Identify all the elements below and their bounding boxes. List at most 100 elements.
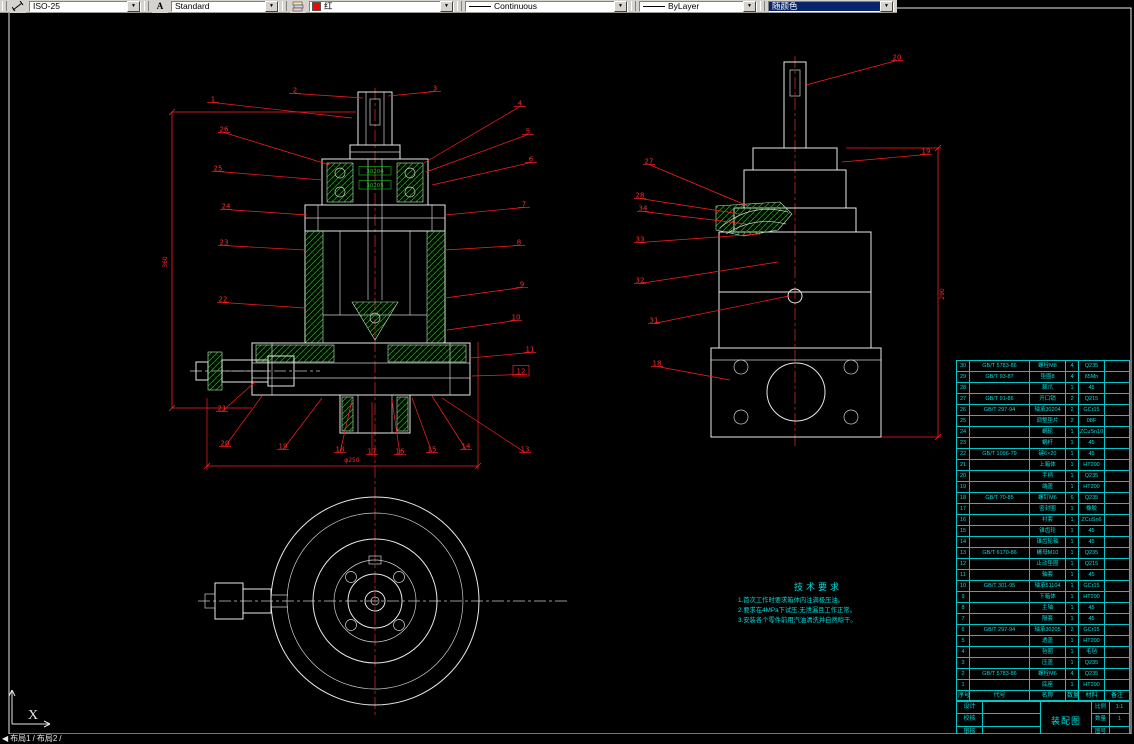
hatch-bearing-right [396, 162, 424, 203]
tab-layout1[interactable]: 布局1 [10, 734, 31, 743]
bom-cell [1105, 394, 1129, 404]
callout-number: 22 [219, 296, 228, 304]
title-block-label: 校核 [957, 714, 983, 726]
callout-number: 1 [211, 96, 215, 104]
title-block-row: 校核 [957, 714, 1040, 727]
color-combobox[interactable]: 红 ▼ [309, 0, 454, 12]
bom-cell: 开口销 [1030, 394, 1066, 404]
bom-cell [1105, 515, 1129, 525]
callout-number: 31 [650, 317, 659, 325]
callout-number: 19 [922, 148, 931, 156]
side-view [710, 61, 882, 438]
text-style-combobox[interactable]: Standard ▼ [171, 0, 279, 12]
title-block-value: 1 [1117, 716, 1122, 723]
linetype-combobox[interactable]: Continuous ▼ [465, 0, 628, 12]
lineweight-combobox[interactable]: ByLayer ▼ [639, 0, 757, 12]
bom-cell: 2 [1066, 625, 1079, 635]
callout-number: 8 [517, 239, 521, 247]
hatch-worm-washer [207, 351, 223, 391]
bom-cell: 28 [957, 383, 970, 393]
toolbar-grip[interactable] [282, 1, 287, 11]
callout-number: 18 [336, 446, 345, 454]
callout-leader [423, 106, 521, 164]
toolbar-grip[interactable] [760, 1, 765, 11]
tab-layout2[interactable]: 布局2 [36, 734, 58, 743]
bom-cell: 29 [957, 372, 970, 382]
callout-leader [653, 295, 790, 324]
callout-number: 26 [220, 126, 229, 134]
technical-requirement-line: 1.首次工作时要求箱体内注满极压油。 [738, 597, 845, 604]
bom-cell: 30 [957, 361, 970, 371]
callout-leader [282, 397, 323, 450]
bom-cell: HT200 [1079, 482, 1105, 492]
toolbar-grip[interactable] [457, 1, 462, 11]
bom-cell [1105, 427, 1129, 437]
bom-cell: 1 [1066, 614, 1079, 624]
bom-cell: 2 [1066, 416, 1079, 426]
bom-cell: 1 [1066, 603, 1079, 613]
bom-cell: 24 [957, 427, 970, 437]
toolbar-grip[interactable] [631, 1, 636, 11]
text-style-value: Standard [175, 1, 210, 11]
bom-cell: 45 [1079, 383, 1105, 393]
title-block-value [983, 714, 1040, 725]
bom-cell [1105, 614, 1129, 624]
text-style-dropdown-icon[interactable]: ▼ [265, 0, 278, 12]
dim-style-dropdown-icon[interactable]: ▼ [127, 0, 140, 12]
linetype-sample [469, 5, 491, 7]
callout-box [512, 365, 530, 377]
bom-cell: 27 [957, 394, 970, 404]
callout-leader [441, 397, 526, 453]
bom-cell: ZCuSn6 [1079, 515, 1105, 525]
bom-cell: 1 [1066, 438, 1079, 448]
bom-cell: 棘爪 [1030, 383, 1066, 393]
lineweight-dropdown-icon[interactable]: ▼ [743, 0, 756, 12]
callout-number: 19 [279, 443, 288, 451]
bom-cell [1105, 559, 1129, 569]
bom-cell [1105, 460, 1129, 470]
callout-number: 18 [653, 360, 662, 368]
bom-cell: 1 [1066, 471, 1079, 481]
linetype-value: Continuous [494, 1, 538, 11]
hatch-pawl [715, 201, 793, 237]
bom-cell: 螺栓M6 [1030, 669, 1066, 679]
callout-leader [431, 162, 532, 186]
bom-cell [1105, 669, 1129, 679]
plot-style-dropdown-icon[interactable]: ▼ [880, 0, 893, 12]
dim-style-combobox[interactable]: ISO-25 ▼ [29, 0, 141, 12]
bom-cell: 蜗杆 [1030, 438, 1066, 448]
callout-leader [444, 245, 520, 251]
bom-cell: HT200 [1079, 636, 1105, 646]
bom-cell [1105, 592, 1129, 602]
plot-style-combobox[interactable]: 随颜色 ▼ [768, 0, 894, 12]
text-style-icon[interactable]: A [152, 0, 168, 13]
callout-number: 6 [529, 156, 534, 164]
toolbar-grip[interactable] [144, 1, 149, 11]
bom-cell: 1 [957, 680, 970, 690]
bom-cell: 45 [1079, 526, 1105, 536]
ucs-x-label: X [28, 708, 38, 723]
hatch-flange-right [387, 344, 467, 363]
tab-scroll-icon[interactable]: ◀ [2, 734, 9, 743]
callout-leader [446, 320, 517, 331]
dimension-text: 360 [162, 256, 169, 268]
technical-requirement-line: 3.安装各个零件前用汽油清洗并自然晾干。 [738, 617, 857, 624]
hatch-body-right [426, 230, 446, 344]
dim-style-icon[interactable] [10, 0, 26, 13]
toolbar-grip[interactable] [2, 1, 7, 11]
linetype-dropdown-icon[interactable]: ▼ [614, 0, 627, 12]
callout-number: 10 [512, 314, 521, 322]
tab-separator: / [32, 734, 35, 743]
bom-cell: 1 [1066, 526, 1079, 536]
callout-leader [223, 132, 331, 166]
bearing-label-box [358, 166, 392, 176]
layers-icon[interactable] [290, 0, 306, 13]
color-dropdown-icon[interactable]: ▼ [440, 0, 453, 12]
color-value: 红 [324, 1, 333, 11]
